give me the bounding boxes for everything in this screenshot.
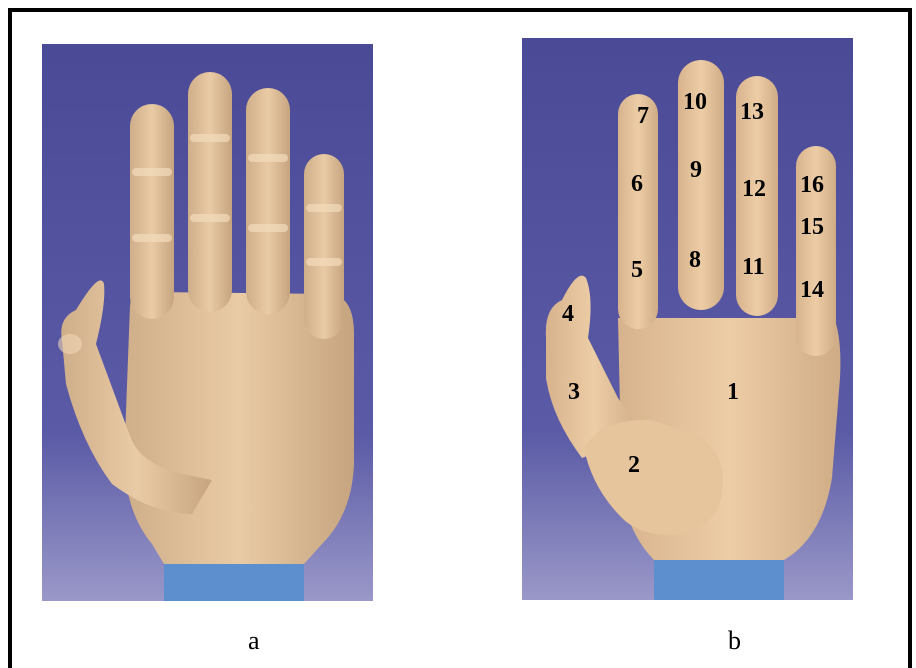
caption-a: a (248, 628, 260, 654)
segment-label-1: 1 (727, 380, 739, 404)
segment-label-5: 5 (631, 258, 643, 282)
segment-label-6: 6 (631, 172, 643, 196)
segment-label-14: 14 (800, 278, 824, 302)
caption-b: b (728, 628, 741, 654)
segment-label-7: 7 (637, 104, 649, 128)
segment-label-2: 2 (628, 453, 640, 477)
segment-label-12: 12 (742, 177, 766, 201)
segment-label-10: 10 (683, 90, 707, 114)
segment-label-8: 8 (689, 248, 701, 272)
segment-label-9: 9 (690, 158, 702, 182)
segment-label-16: 16 (800, 173, 824, 197)
segment-label-4: 4 (562, 302, 574, 326)
segment-label-11: 11 (742, 255, 765, 279)
panel-a-hand-image (42, 44, 373, 601)
segment-label-13: 13 (740, 100, 764, 124)
segment-label-3: 3 (568, 380, 580, 404)
segment-label-15: 15 (800, 215, 824, 239)
